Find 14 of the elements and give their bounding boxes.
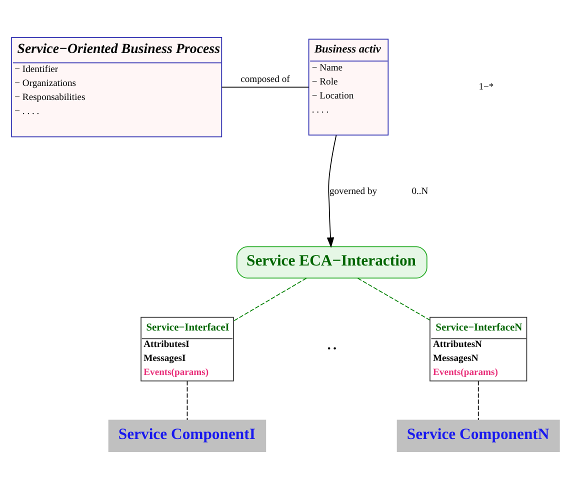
node-box: Service ECA−Interaction (236, 246, 428, 278)
node-box: Service ComponentN (396, 420, 560, 452)
connector (357, 278, 430, 320)
label: 1−* (478, 82, 494, 93)
label: 0..N (412, 186, 428, 198)
edge-label: governed by (329, 186, 378, 198)
edge-label: composed of (240, 74, 290, 85)
arrow (326, 134, 337, 248)
connector (221, 86, 310, 88)
connector (233, 278, 307, 322)
label: • • (327, 344, 336, 355)
connector (186, 380, 188, 420)
connector (478, 380, 479, 420)
node-box: Service ComponentI (108, 420, 266, 452)
